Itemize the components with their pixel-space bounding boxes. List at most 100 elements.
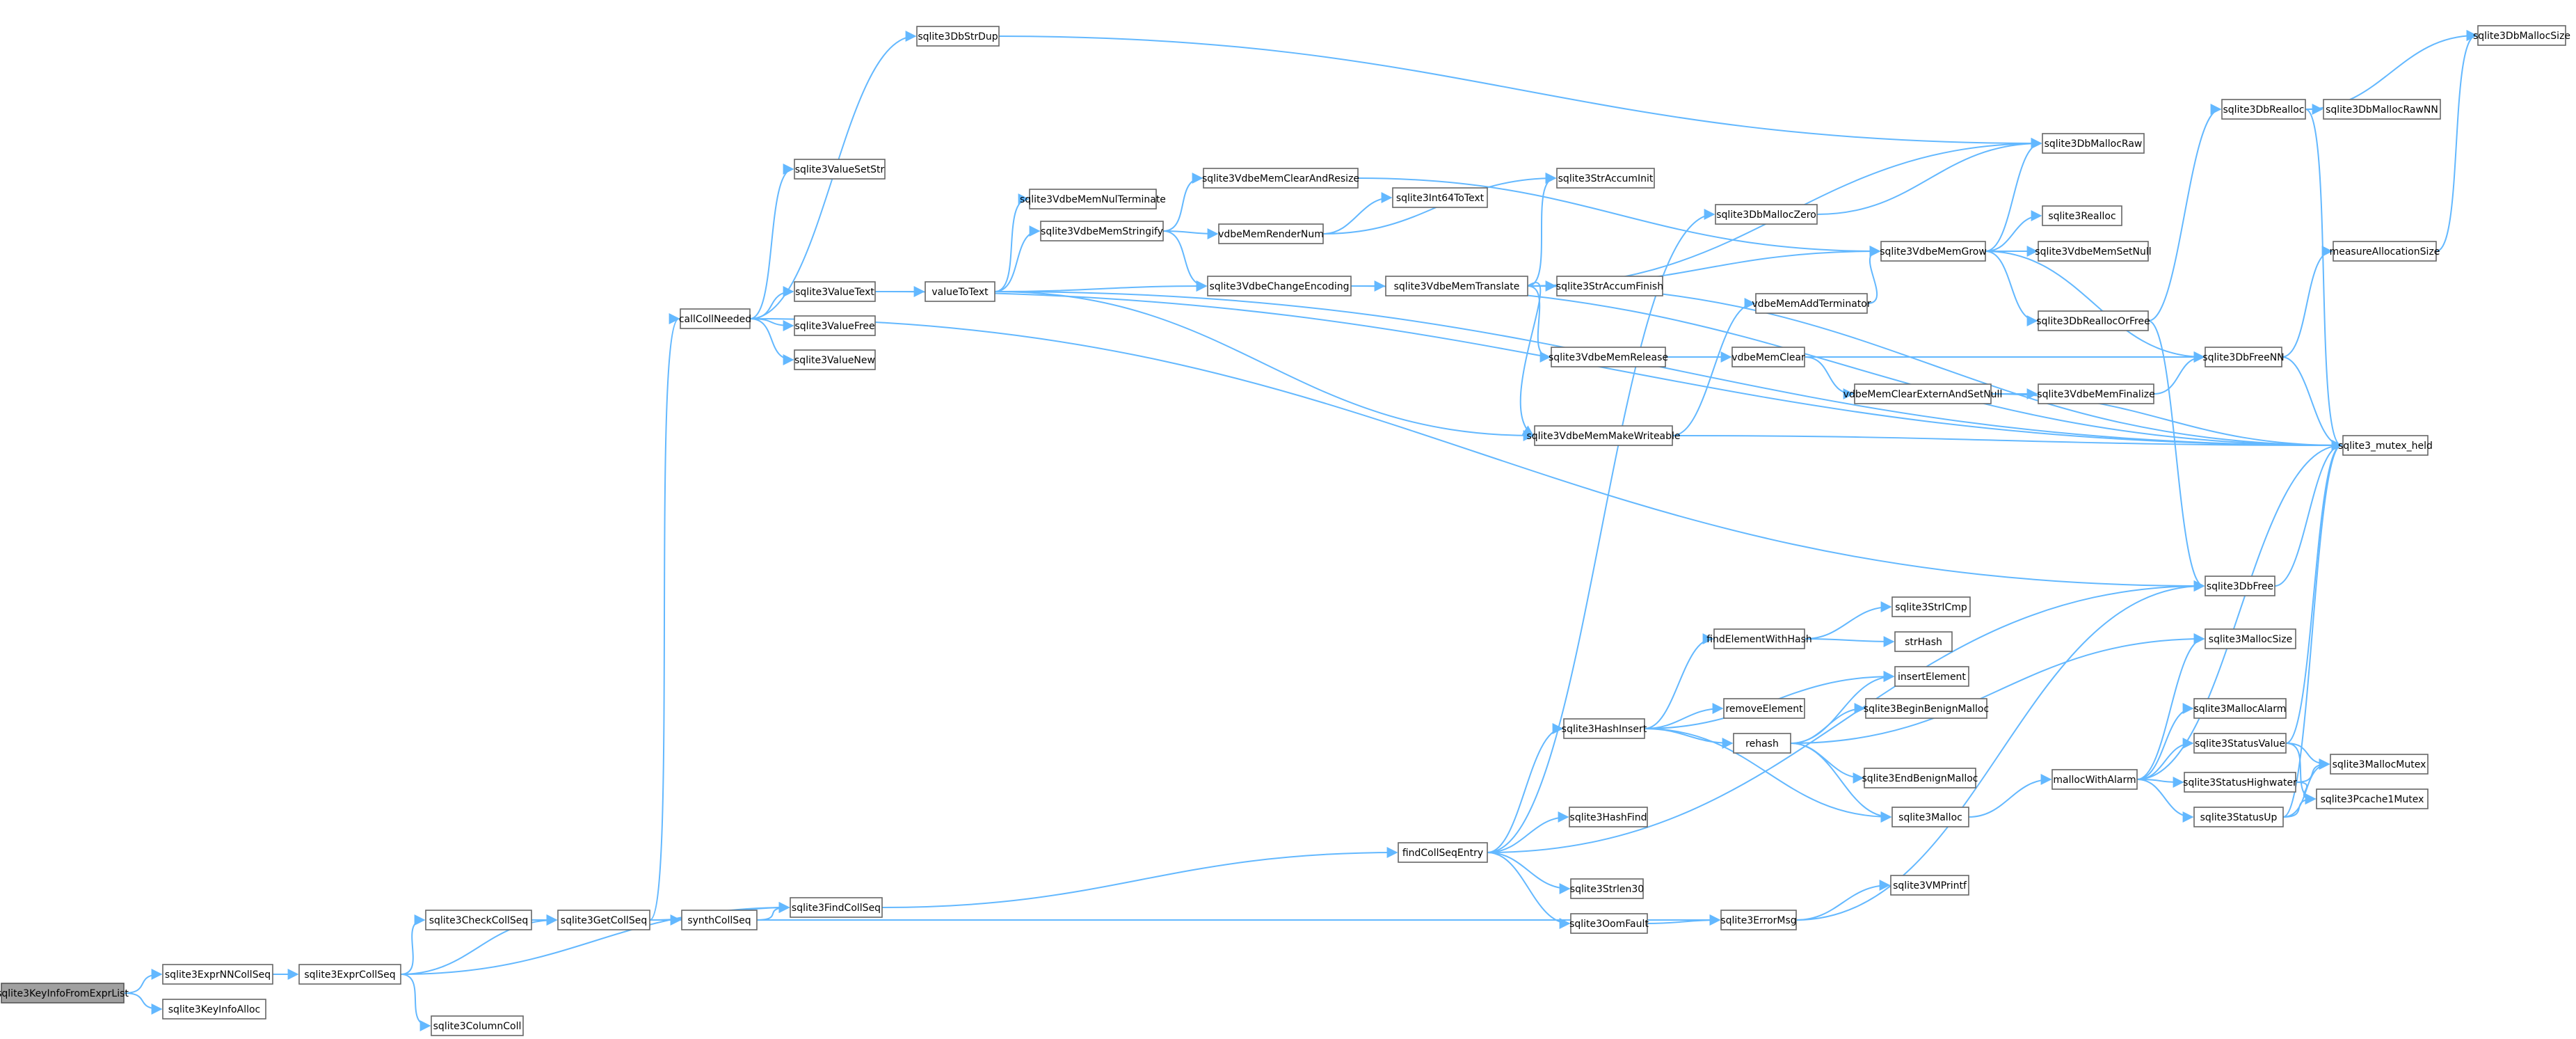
node-label: synthCollSeq: [687, 915, 751, 926]
node-box: [1556, 168, 1655, 189]
node-sqlite3strlen30[interactable]: sqlite3Strlen30: [1570, 878, 1644, 899]
node-label: rehash: [1745, 738, 1779, 749]
node-synthcollseq[interactable]: synthCollSeq: [681, 910, 758, 930]
node-sqlite3int64totext[interactable]: sqlite3Int64ToText: [1392, 187, 1488, 208]
node-sqlite3dbfreenn[interactable]: sqlite3DbFreeNN: [2202, 347, 2285, 367]
node-strhash[interactable]: strHash: [1894, 631, 1953, 652]
node-sqlite3hashinsert[interactable]: sqlite3HashInsert: [1562, 718, 1647, 739]
node-insertelement[interactable]: insertElement: [1894, 666, 1969, 687]
node-box: [1563, 718, 1645, 739]
node-sqlite3valuesetstr[interactable]: sqlite3ValueSetStr: [794, 159, 886, 180]
edge-n0-n1: [123, 969, 163, 994]
node-sqlite3mallocsize[interactable]: sqlite3MallocSize: [2205, 628, 2296, 649]
node-sqlite3straccumfinish[interactable]: sqlite3StrAccumFinish: [1556, 276, 1663, 296]
node-box: [1207, 276, 1352, 296]
node-sqlite3vdbememnulterminate[interactable]: sqlite3VdbeMemNulTerminate: [1020, 189, 1166, 209]
node-sqlite3statusvalue[interactable]: sqlite3StatusValue: [2193, 733, 2287, 754]
node-sqlite3stricmp[interactable]: sqlite3StrICmp: [1891, 596, 1971, 617]
node-sqlite3mallocmutex[interactable]: sqlite3MallocMutex: [2330, 754, 2429, 775]
node-box: [1385, 276, 1528, 296]
node-sqlite3vdbememsetnull[interactable]: sqlite3VdbeMemSetNull: [2035, 241, 2152, 262]
node-label: sqlite3HashInsert: [1562, 724, 1647, 735]
node-vdbememrendernum[interactable]: vdbeMemRenderNum: [1218, 223, 1324, 244]
node-box: [794, 281, 876, 302]
node-sqlite3-mutex-held[interactable]: sqlite3_mutex_held: [2338, 435, 2433, 456]
node-box: [2051, 769, 2138, 790]
node-vdbememclear[interactable]: vdbeMemClear: [1731, 347, 1805, 367]
node-sqlite3valuefree[interactable]: sqlite3ValueFree: [794, 315, 876, 336]
node-sqlite3malloc[interactable]: sqlite3Malloc: [1891, 807, 1969, 827]
node-sqlite3endbenignmalloc[interactable]: sqlite3EndBenignMalloc: [1862, 768, 1978, 788]
node-sqlite3dbreallocorfree[interactable]: sqlite3DbReallocOrFree: [2036, 310, 2150, 331]
node-label: sqlite3ValueNew: [794, 355, 875, 366]
node-sqlite3beginbenignmalloc[interactable]: sqlite3BeginBenignMalloc: [1864, 698, 1989, 719]
node-findcollseqentry[interactable]: findCollSeqEntry: [1398, 842, 1488, 863]
node-valuetotext[interactable]: valueToText: [925, 281, 995, 302]
node-sqlite3getcollseq[interactable]: sqlite3GetCollSeq: [557, 910, 650, 930]
node-label: sqlite3ColumnColl: [433, 1021, 522, 1032]
node-sqlite3hashfind[interactable]: sqlite3HashFind: [1569, 807, 1648, 827]
node-label: sqlite3ExprCollSeq: [304, 969, 395, 981]
node-findelementwithhash[interactable]: findElementWithHash: [1706, 628, 1812, 649]
edge-n23-n26: [1527, 285, 1551, 363]
node-sqlite3vdbememfinalize[interactable]: sqlite3VdbeMemFinalize: [2037, 383, 2155, 404]
node-sqlite3keyinfoalloc[interactable]: sqlite3KeyInfoAlloc: [162, 999, 266, 1020]
node-sqlite3vmprintf[interactable]: sqlite3VMPrintf: [1890, 875, 1969, 896]
node-measureallocationsize[interactable]: measureAllocationSize: [2330, 241, 2440, 262]
node-sqlite3realloc[interactable]: sqlite3Realloc: [2042, 205, 2122, 226]
node-sqlite3vdbememgrow[interactable]: sqlite3VdbeMemGrow: [1880, 241, 1987, 262]
node-sqlite3columncoll[interactable]: sqlite3ColumnColl: [431, 1015, 524, 1036]
node-sqlite3vdbememmakewriteable[interactable]: sqlite3VdbeMemMakeWriteable: [1526, 425, 1681, 446]
node-sqlite3valuetext[interactable]: sqlite3ValueText: [794, 281, 876, 302]
edge-n29-n30: [1804, 356, 1855, 399]
node-sqlite3exprcollseq[interactable]: sqlite3ExprCollSeq: [298, 964, 401, 985]
node-sqlite3straccuminit[interactable]: sqlite3StrAccumInit: [1556, 168, 1655, 189]
node-sqlite3keyinfofromexprlist[interactable]: sqlite3KeyInfoFromExprList: [0, 983, 129, 1004]
node-sqlite3dbfree[interactable]: sqlite3DbFree: [2205, 576, 2275, 596]
edge-n19-n32: [1357, 177, 1881, 257]
edge-n16-n18: [994, 225, 1041, 292]
node-sqlite3statusup[interactable]: sqlite3StatusUp: [2193, 807, 2284, 827]
node-sqlite3vdbememclearandresize[interactable]: sqlite3VdbeMemClearAndResize: [1202, 168, 1359, 189]
node-label: sqlite3FindCollSeq: [792, 903, 881, 914]
node-label: sqlite3ExprNNCollSeq: [165, 969, 271, 981]
edge-n3-n5: [400, 914, 558, 975]
node-sqlite3errormsg[interactable]: sqlite3ErrorMsg: [1720, 910, 1797, 930]
node-sqlite3statushighwater[interactable]: sqlite3StatusHighwater: [2183, 772, 2297, 793]
node-sqlite3valuenew[interactable]: sqlite3ValueNew: [794, 349, 876, 370]
node-sqlite3vdbememstringify[interactable]: sqlite3VdbeMemStringify: [1040, 221, 1164, 241]
edge-n45-n49: [1487, 852, 1571, 929]
node-label: removeElement: [1725, 704, 1803, 715]
node-sqlite3dbstrdup[interactable]: sqlite3DbStrDup: [916, 26, 1000, 47]
node-label: sqlite3ErrorMsg: [1720, 915, 1796, 926]
node-sqlite3vdbechangeencoding[interactable]: sqlite3VdbeChangeEncoding: [1207, 276, 1352, 296]
node-sqlite3checkcollseq[interactable]: sqlite3CheckCollSeq: [425, 910, 532, 930]
node-label: sqlite3MallocSize: [2209, 634, 2292, 645]
node-sqlite3dbmallocsize[interactable]: sqlite3DbMallocSize: [2473, 25, 2570, 46]
node-sqlite3findcollseq[interactable]: sqlite3FindCollSeq: [790, 897, 883, 918]
node-box: [1891, 807, 1969, 827]
node-removeelement[interactable]: removeElement: [1723, 698, 1805, 719]
node-box: [2330, 754, 2429, 775]
node-rehash[interactable]: rehash: [1733, 733, 1791, 754]
node-sqlite3dbmallocraw[interactable]: sqlite3DbMallocRaw: [2042, 133, 2145, 154]
node-vdbememaddterminator[interactable]: vdbeMemAddTerminator: [1752, 293, 1871, 314]
edge-n60-n61: [2136, 703, 2194, 780]
node-callcollneeded[interactable]: callCollNeeded: [679, 308, 751, 329]
node-label: sqlite3OomFault: [1569, 919, 1649, 930]
node-vdbememclearexternandsetnull[interactable]: vdbeMemClearExternAndSetNull: [1843, 383, 2003, 404]
node-sqlite3dbrealloc[interactable]: sqlite3DbRealloc: [2221, 99, 2306, 120]
node-sqlite3vdbememtranslate[interactable]: sqlite3VdbeMemTranslate: [1385, 276, 1528, 296]
node-sqlite3dbmalloczero[interactable]: sqlite3DbMallocZero: [1715, 204, 1818, 225]
node-sqlite3dbmallocrawnn[interactable]: sqlite3DbMallocRawNN: [2323, 99, 2441, 120]
edge-n11-n34: [998, 35, 2042, 149]
edge-n45-n48: [1487, 852, 1571, 894]
node-sqlite3mallocalarm[interactable]: sqlite3MallocAlarm: [2193, 698, 2287, 719]
node-sqlite3oomfault[interactable]: sqlite3OomFault: [1569, 913, 1649, 934]
node-sqlite3vdbememrelease[interactable]: sqlite3VdbeMemRelease: [1549, 347, 1668, 367]
node-label: sqlite3DbMallocSize: [2473, 31, 2570, 42]
node-sqlite3pcache1mutex[interactable]: sqlite3Pcache1Mutex: [2316, 788, 2429, 809]
node-mallocwithalarm[interactable]: mallocWithAlarm: [2051, 769, 2138, 790]
edge-n55-n56: [1790, 703, 1866, 744]
node-sqlite3exprnncollseq[interactable]: sqlite3ExprNNCollSeq: [162, 964, 273, 985]
